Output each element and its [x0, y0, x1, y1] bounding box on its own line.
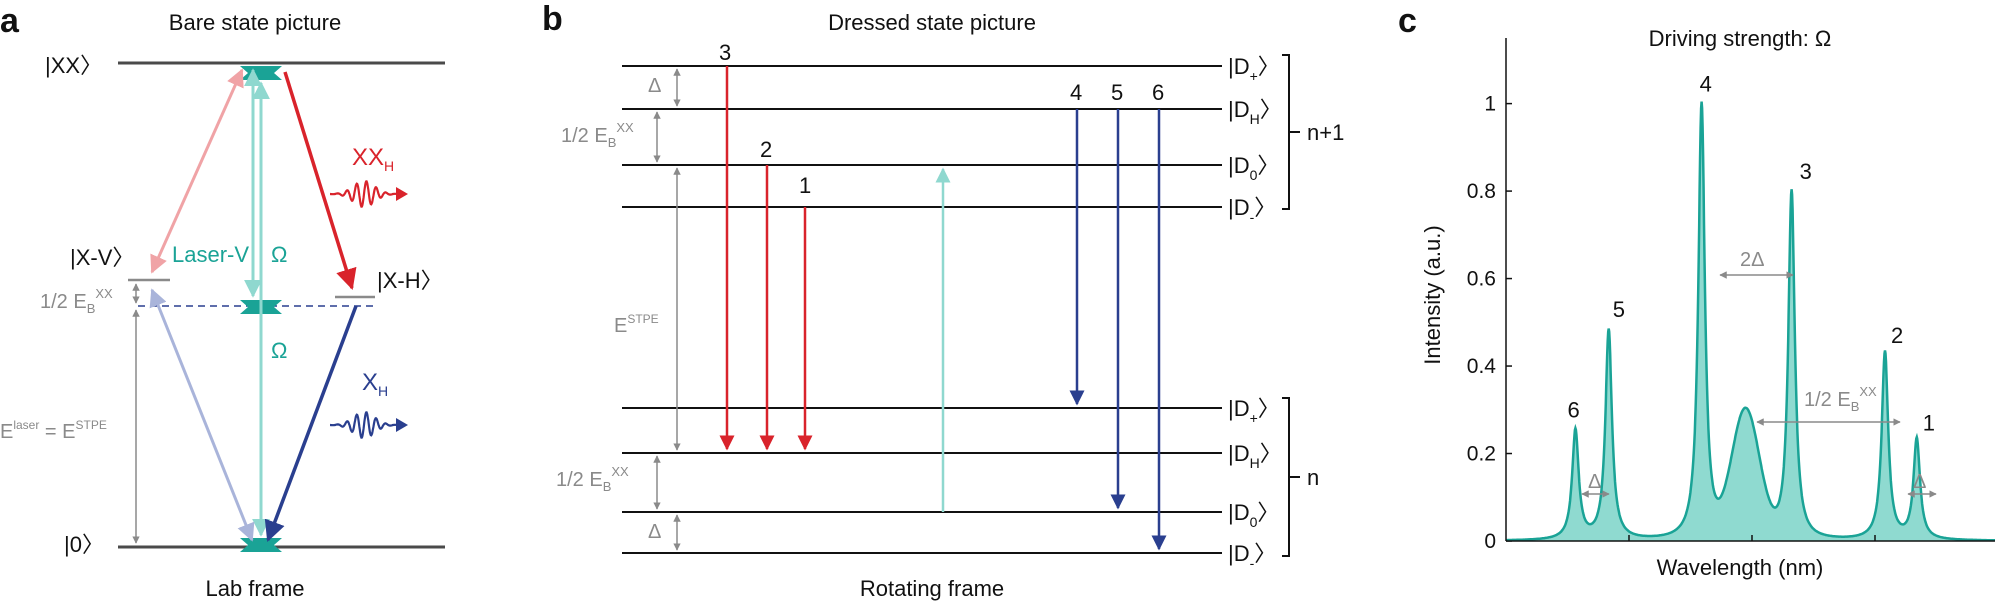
peak-label-6: 6 — [1567, 398, 1579, 423]
half-eb-annotation: 1/2 EBXX — [1804, 384, 1877, 414]
delta-label-upper: Δ — [648, 75, 661, 97]
bracket-upper-manifold — [1282, 54, 1300, 210]
y-tick-label: 1 — [1484, 93, 1496, 116]
y-tick-label: 0.2 — [1467, 443, 1496, 466]
panel-a: a Bare state picture Lab frame |XX〉 |X-V… — [0, 2, 445, 601]
xh-to-0-transition — [264, 305, 358, 542]
xx-h-label: XXH — [352, 144, 394, 174]
y-axis-ticks: 0 0.2 0.4 0.6 0.8 1 — [1467, 93, 1512, 553]
transition-label-2: 2 — [760, 137, 772, 162]
peak-label-1: 1 — [1923, 410, 1935, 435]
panel-b-letter: b — [542, 0, 563, 38]
y-tick-label: 0.6 — [1467, 268, 1496, 291]
panel-b: b Dressed state picture Rotating frame |… — [542, 0, 1344, 601]
panel-a-letter: a — [0, 2, 20, 40]
ket-d-minus-lower: |D-〉 — [1228, 541, 1276, 571]
panel-a-footer: Lab frame — [205, 576, 304, 601]
level-0-label: |0〉 — [64, 532, 104, 557]
ket-d-plus-upper: |D+〉 — [1228, 54, 1280, 84]
xx-h-photon-wave — [330, 180, 398, 208]
xx-h-photon-arrowhead — [396, 187, 408, 201]
two-delta-label: 2Δ — [1740, 249, 1764, 271]
transition-label-4: 4 — [1070, 80, 1082, 105]
ket-d-plus-lower: |D+〉 — [1228, 396, 1280, 426]
peak-label-4: 4 — [1700, 72, 1712, 97]
omega-label-lower: Ω — [271, 338, 287, 363]
chart-ylabel: Intensity (a.u.) — [1420, 225, 1445, 364]
transition-label-3: 3 — [719, 40, 731, 65]
xv-to-0-transition — [149, 288, 255, 542]
e-stpe-label: ESTPE — [614, 312, 659, 337]
two-photon-symbol-top — [240, 66, 282, 80]
ket-d-h-lower: |DH〉 — [1228, 441, 1282, 471]
ket-d-0-lower: |D0〉 — [1228, 500, 1279, 530]
level-xv-label: |X-V〉 — [70, 245, 134, 270]
transition-label-1: 1 — [799, 173, 811, 198]
ket-d-0-upper: |D0〉 — [1228, 153, 1279, 183]
chart-xlabel: Wavelength (nm) — [1657, 555, 1824, 580]
panel-c-letter: c — [1398, 2, 1417, 40]
half-eb-label-lower: 1/2 EBXX — [556, 464, 629, 494]
ket-d-minus-upper: |D-〉 — [1228, 195, 1276, 225]
delta-label-lower: Δ — [648, 521, 661, 543]
panel-b-footer: Rotating frame — [860, 576, 1004, 601]
peak-label-2: 2 — [1891, 323, 1903, 348]
y-tick-label: 0.8 — [1467, 180, 1496, 203]
peak-label-3: 3 — [1800, 159, 1812, 184]
half-eb-label-upper: 1/2 EBXX — [561, 120, 634, 150]
xx-to-xh-transition — [283, 71, 357, 291]
panel-a-title: Bare state picture — [169, 10, 341, 35]
transition-label-6: 6 — [1152, 80, 1164, 105]
two-photon-symbol-bottom — [240, 538, 282, 552]
omega-label-upper: Ω — [271, 242, 287, 267]
spectrum-line — [1506, 101, 1995, 542]
x-h-photon-wave — [330, 411, 398, 439]
panel-b-title: Dressed state picture — [828, 10, 1036, 35]
xx-to-xv-transition — [150, 68, 244, 274]
y-tick-label: 0.4 — [1467, 355, 1497, 378]
bracket-lower-manifold — [1282, 397, 1300, 557]
delta-annotation-left: Δ — [1588, 471, 1601, 493]
peak-labels: 6 5 4 3 2 1 — [1567, 72, 1935, 436]
transition-label-5: 5 — [1111, 80, 1123, 105]
x-h-label: XH — [362, 369, 388, 399]
half-eb-label: 1/2 EBXX — [40, 286, 113, 316]
panel-c: c Driving strength: Ω Wavelength (nm) In… — [1398, 2, 1995, 580]
delta-annotation-right: Δ — [1913, 471, 1926, 493]
y-tick-label: 0 — [1484, 530, 1496, 553]
level-xh-label: |X-H〉 — [377, 268, 443, 293]
x-h-photon-arrowhead — [396, 418, 408, 432]
peak-label-5: 5 — [1613, 297, 1625, 322]
level-xx-label: |XX〉 — [45, 53, 102, 78]
e-laser-label: Elaser = ESTPE — [0, 418, 107, 443]
manifold-label-upper: n+1 — [1307, 120, 1344, 145]
manifold-label-lower: n — [1307, 465, 1319, 490]
ket-d-h-upper: |DH〉 — [1228, 97, 1282, 127]
laser-v-label: Laser-V — [172, 242, 249, 267]
chart-title: Driving strength: Ω — [1649, 26, 1832, 51]
spectrum-fill — [1506, 101, 1995, 541]
